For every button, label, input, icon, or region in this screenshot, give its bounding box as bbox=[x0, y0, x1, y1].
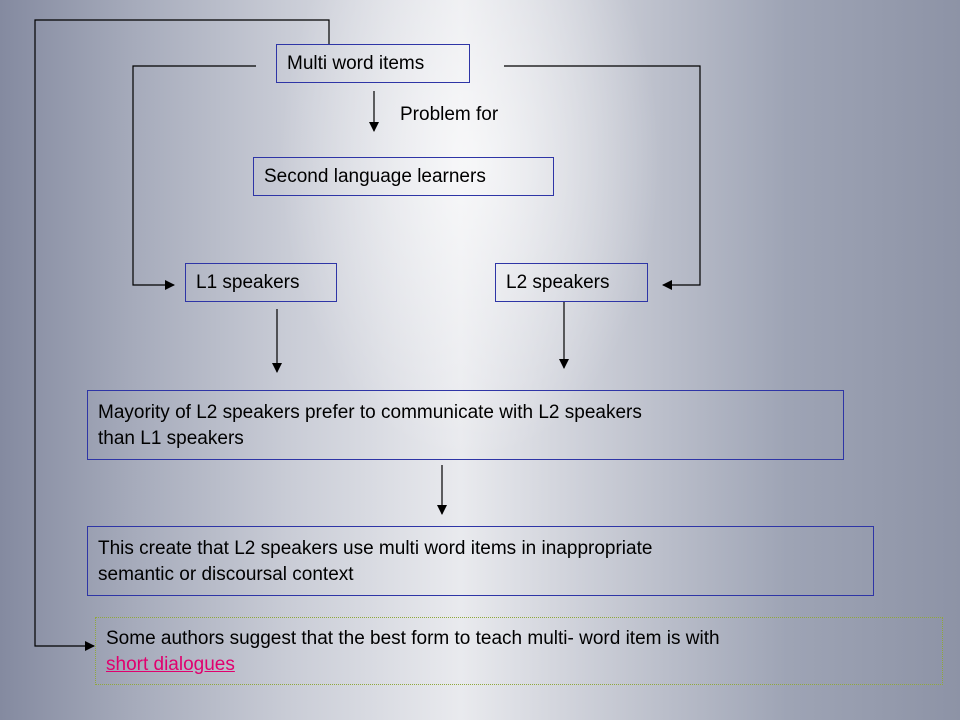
node-l2-speakers: L2 speakers bbox=[495, 263, 648, 302]
edge-label-problem-for: Problem for bbox=[400, 104, 499, 125]
node-multi-word-items: Multi word items bbox=[276, 44, 470, 83]
node-second-language-learners-label: Second language learners bbox=[264, 166, 486, 187]
node-this-create: This create that L2 speakers use multi w… bbox=[87, 526, 874, 596]
node-some-authors-text: Some authors suggest that the best form … bbox=[106, 628, 720, 649]
node-this-create-line1: This create that L2 speakers use multi w… bbox=[98, 538, 653, 559]
node-l1-speakers-label: L1 speakers bbox=[196, 272, 300, 293]
node-multi-word-items-label: Multi word items bbox=[287, 53, 425, 74]
node-mayority-line2: than L1 speakers bbox=[98, 428, 244, 449]
node-second-language-learners: Second language learners bbox=[253, 157, 554, 196]
node-some-authors: Some authors suggest that the best form … bbox=[95, 617, 943, 685]
node-mayority: Mayority of L2 speakers prefer to commun… bbox=[87, 390, 844, 460]
connector-multi-to-l1 bbox=[132, 65, 256, 290]
node-l1-speakers: L1 speakers bbox=[185, 263, 337, 302]
node-l2-speakers-label: L2 speakers bbox=[506, 272, 610, 293]
node-this-create-line2: semantic or discoursal context bbox=[98, 564, 354, 585]
short-dialogues-link[interactable]: short dialogues bbox=[106, 654, 235, 675]
connector-multi-to-l2 bbox=[504, 65, 701, 290]
connector-multi-to-authors bbox=[34, 19, 330, 651]
node-mayority-line1: Mayority of L2 speakers prefer to commun… bbox=[98, 402, 642, 423]
